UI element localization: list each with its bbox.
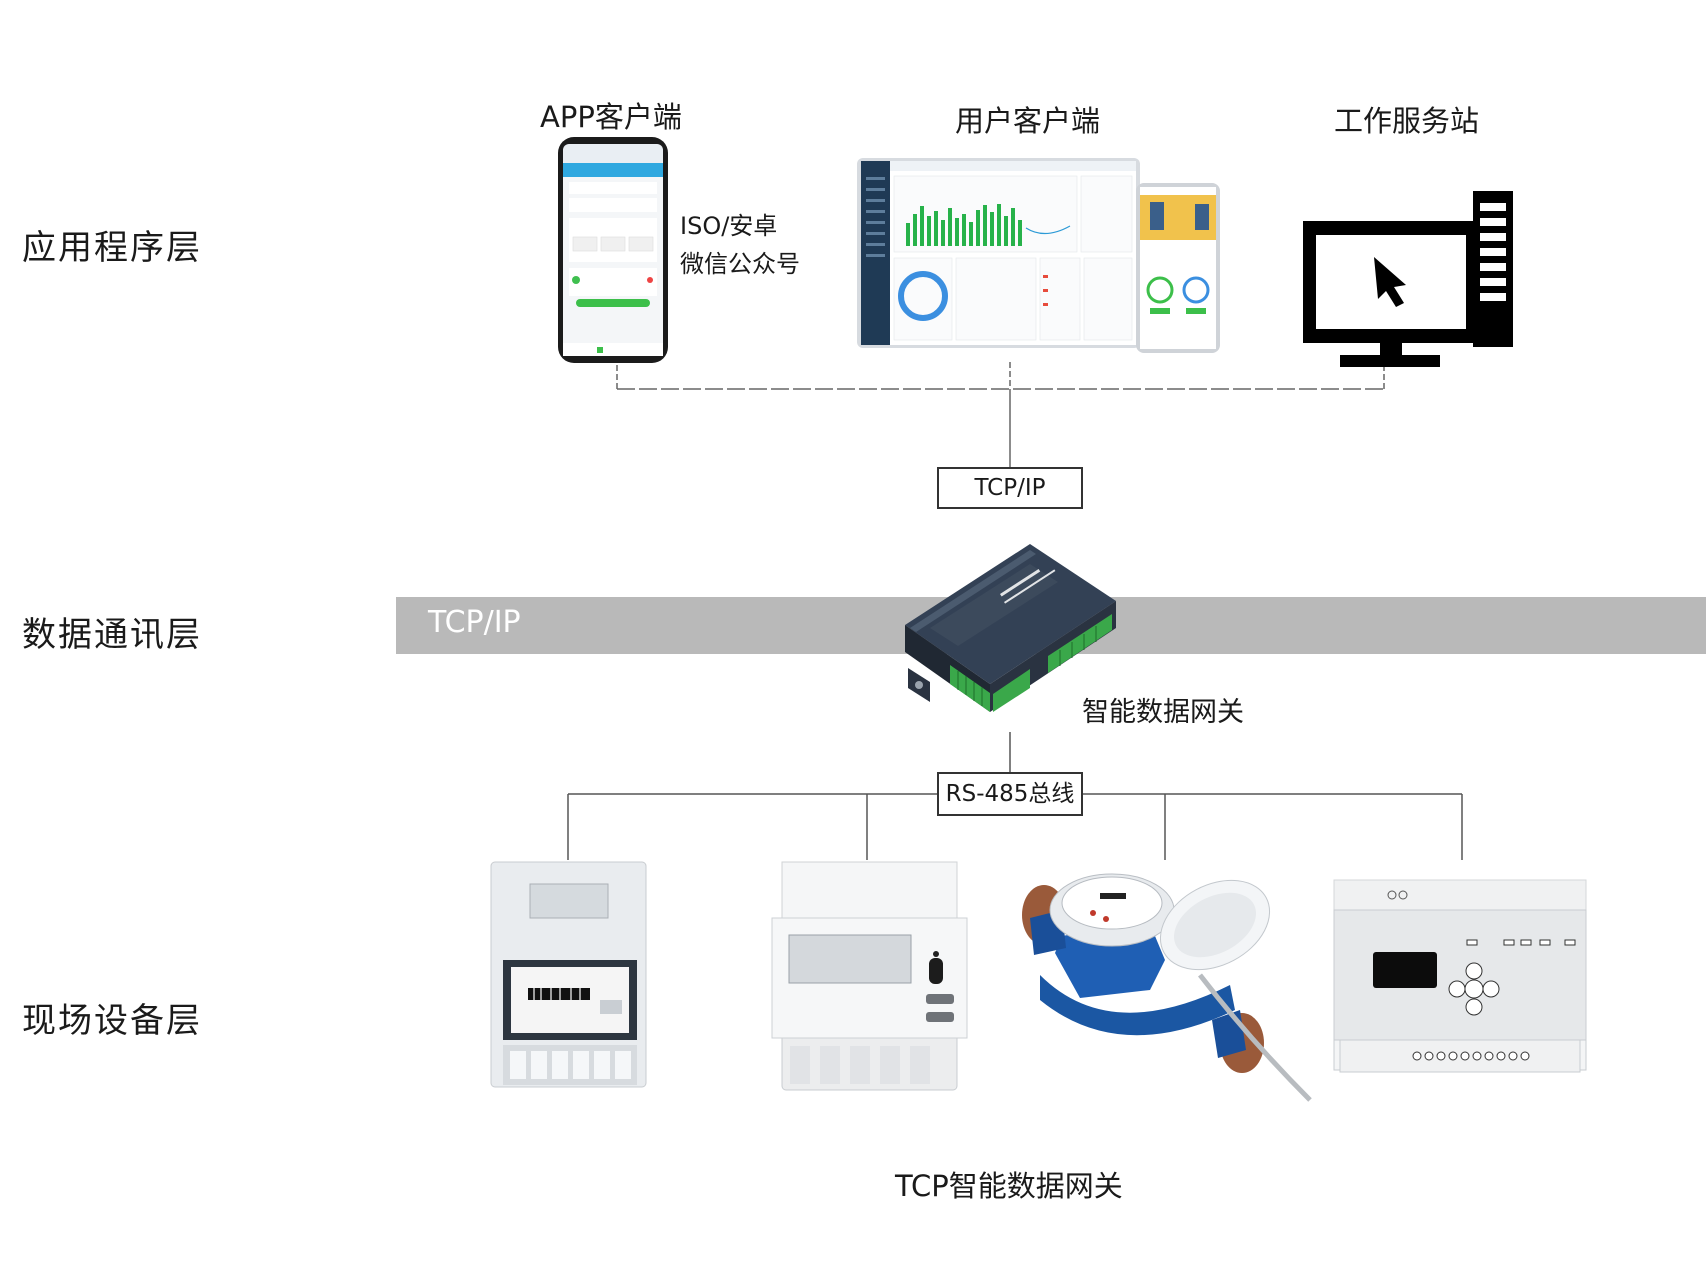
din-module-image [1333,879,1587,1073]
tcp-band-label: TCP/IP [428,605,521,640]
app-note-line2: 微信公众号 [680,250,800,278]
smartphone-image [558,137,668,363]
tcp-ip-box: TCP/IP [937,467,1083,509]
app-note-line1: ISO/安卓 [680,212,778,240]
layer-label-communication: 数据通讯层 [22,615,202,655]
prepaid-meter-image [490,861,647,1088]
workstation-label: 工作服务站 [1334,104,1480,138]
din-rail-meter-image [771,861,968,1091]
water-meter-image [1022,873,1312,1102]
footer-caption: TCP智能数据网关 [895,1169,1123,1203]
dashboard-monitor-image [857,158,1220,353]
rs485-bus-box: RS-485总线 [937,772,1083,816]
app-client-label: APP客户端 [540,100,682,134]
workstation-icon [1303,191,1513,367]
layer-label-application: 应用程序层 [22,228,202,268]
layer-label-field: 现场设备层 [22,1001,202,1041]
app-platform-note: ISO/安卓 微信公众号 [680,207,800,283]
client-connector [616,362,1385,468]
gateway-label: 智能数据网关 [1082,697,1244,728]
gateway-device-image [905,544,1116,712]
user-client-label: 用户客户端 [955,104,1101,138]
